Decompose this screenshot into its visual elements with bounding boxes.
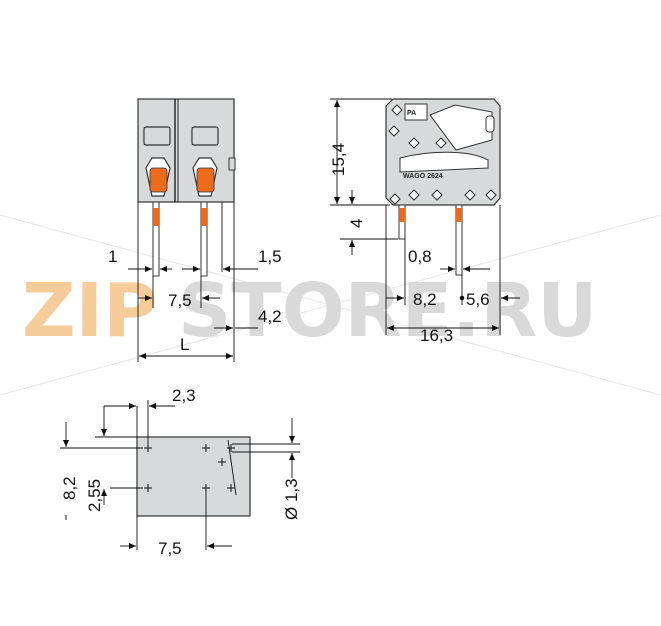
- side-view: PA WAGO 2624 15,4 4 0,8 8,2 5,: [329, 98, 520, 345]
- pcb-footprint: 2,3 8,2 2,55 Ø 1,3 7,5: [60, 386, 301, 558]
- dim-pitch: 7,5: [168, 291, 192, 310]
- footprint-holes: [144, 444, 235, 492]
- actuator-1: [145, 157, 171, 197]
- dim-pitch-gap: 1,5: [258, 247, 282, 266]
- dim-pin-width: 1: [108, 247, 117, 266]
- dim-fp-hole-dia: Ø 1,3: [282, 478, 301, 520]
- dim-pin-protrusion: 4: [347, 219, 366, 228]
- front-housing: [137, 98, 235, 203]
- push-label-box: [404, 103, 428, 121]
- dim-pin-offset: 8,2: [413, 290, 437, 309]
- pushbutton-slot-2: [191, 126, 219, 146]
- dim-fp-pitch: 7,5: [158, 539, 182, 558]
- dim-depth: 16,3: [420, 326, 453, 345]
- actuator-2: [192, 157, 218, 197]
- dim-pin-spacing: 5,6: [466, 290, 490, 309]
- dim-fp-row-offset: 8,2: [60, 476, 79, 500]
- dim-height: 15,4: [329, 143, 348, 176]
- side-pin-2: [455, 204, 463, 276]
- front-view: 1 1,5 7,5 4,2 L: [108, 98, 282, 362]
- watermark-zip: ZIP: [22, 268, 157, 354]
- dim-pin-dia: 0,8: [408, 247, 432, 266]
- watermark-store: STORE.RU: [178, 268, 597, 354]
- dim-fp-offset: 2,3: [172, 386, 196, 405]
- dim-fp-hole-spacing: 2,55: [85, 479, 104, 512]
- brand-label: WAGO 2624: [403, 173, 443, 180]
- mounting-diamonds: [388, 104, 497, 205]
- pushbutton-slot-1: [143, 126, 171, 146]
- dim-total-length: L: [180, 335, 189, 354]
- push-label: PA: [407, 110, 416, 117]
- dim-pin-length: 4,2: [258, 307, 282, 326]
- front-pin-2: [200, 201, 208, 277]
- front-pin-1: [152, 201, 160, 277]
- watermark: ZIP STORE.RU: [0, 214, 661, 396]
